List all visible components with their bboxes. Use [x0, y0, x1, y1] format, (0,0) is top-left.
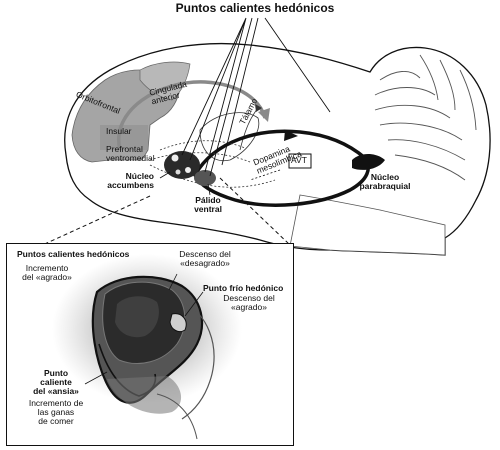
inset-ansia-title: Punto caliente del «ansia»: [27, 369, 85, 396]
nucleo-accumbens-1: Núcleo: [125, 171, 154, 181]
insular-area: [100, 125, 148, 150]
label-palido-ventral: Pálido ventral: [188, 196, 228, 214]
dopamine-arrowhead: [284, 130, 298, 141]
inset-pointer-descenso: [168, 273, 178, 291]
palido-2: ventral: [194, 203, 222, 214]
label-nucleo-accumbens: Núcleo accumbens: [102, 172, 154, 190]
avt-box: [288, 153, 312, 169]
ansia-desc-1: Incremento de: [28, 398, 84, 408]
label-parabraquial: Núcleo parabraquial: [355, 173, 415, 191]
inset-frio-title: Punto frío hedónico: [203, 283, 284, 293]
accumbens-cluster: [164, 151, 200, 179]
inset-coldspot: [169, 313, 187, 333]
cluster-dot-2: [185, 167, 191, 173]
avt-line: [249, 169, 281, 181]
ventromedial-text: ventromedial: [106, 152, 155, 163]
cingulate-area: [139, 61, 191, 101]
label-avt: AVT: [291, 155, 307, 165]
nucleo-accumbens-2: accumbens: [107, 179, 154, 190]
inset-descenso-desagrado: Descenso del «desagrado»: [165, 250, 245, 268]
ventral-pallidum: [194, 170, 216, 186]
inset-lower-blob: [107, 376, 182, 414]
inset-panel: Puntos calientes hedónicos Incremento de…: [6, 243, 294, 446]
cortex-loop-arrow: [116, 80, 267, 151]
parabraquial-2: parabraquial: [359, 180, 411, 191]
inset-pointer-frio: [184, 291, 204, 317]
cluster-dot-1: [171, 154, 179, 162]
palido-pointer: [207, 183, 211, 196]
prefrontal-text: Prefrontal: [106, 144, 143, 154]
inset-incremento-agrado: Incremento del «agrado»: [17, 264, 77, 282]
ansia-title-3: del «ansia»: [33, 385, 79, 396]
page-title: Puntos calientes hedónicos: [175, 1, 335, 15]
title-fan-lines: [181, 17, 331, 177]
cerebellum-folia: [374, 54, 477, 181]
frio-desc-1: Descenso del: [223, 293, 275, 303]
brainstem: [289, 194, 446, 256]
descenso-desagrado-2: «desagrado»: [180, 257, 230, 268]
dotted-projections: [149, 140, 276, 188]
cortex-loop-arrowhead: [258, 108, 270, 122]
incremento-2: del «agrado»: [22, 271, 72, 282]
dopamine-loop: [193, 129, 370, 207]
inset-outer-curve: [181, 303, 215, 420]
descenso-desagrado-1: Descenso del: [179, 249, 231, 259]
inset-inner-curve: [156, 393, 198, 440]
inset-hotspots-title: Puntos calientes hedónicos: [17, 249, 130, 259]
inset-hotspot-highlight: [115, 296, 159, 338]
accumbens-pointer: [159, 171, 171, 179]
inset-diagram: [52, 254, 242, 440]
ansia-desc-2: las ganas: [37, 406, 75, 417]
parabrachial-nucleus: [352, 154, 385, 170]
inset-connector-right: [219, 177, 291, 246]
ansia-title-2: caliente: [40, 376, 72, 387]
cluster-dot-3: [175, 169, 181, 175]
frio-desc-2: «agrado»: [231, 301, 267, 312]
inset-frio-desc: Descenso del «agrado»: [219, 294, 279, 312]
inset-ansia-desc: Incremento de las ganas de comer: [27, 399, 85, 426]
ansia-desc-3: de comer: [38, 415, 74, 426]
palido-1: Pálido: [195, 195, 221, 205]
inset-pointer-ansia: [84, 371, 108, 385]
incremento-1: Incremento: [25, 263, 69, 273]
label-insular: Insular: [106, 126, 132, 136]
label-prefrontal: Prefrontal ventromedial: [106, 145, 155, 163]
parabraquial-1: Núcleo: [370, 172, 400, 182]
ansia-title-1: Punto: [43, 368, 69, 378]
thalamus-arrowhead: [255, 104, 262, 112]
